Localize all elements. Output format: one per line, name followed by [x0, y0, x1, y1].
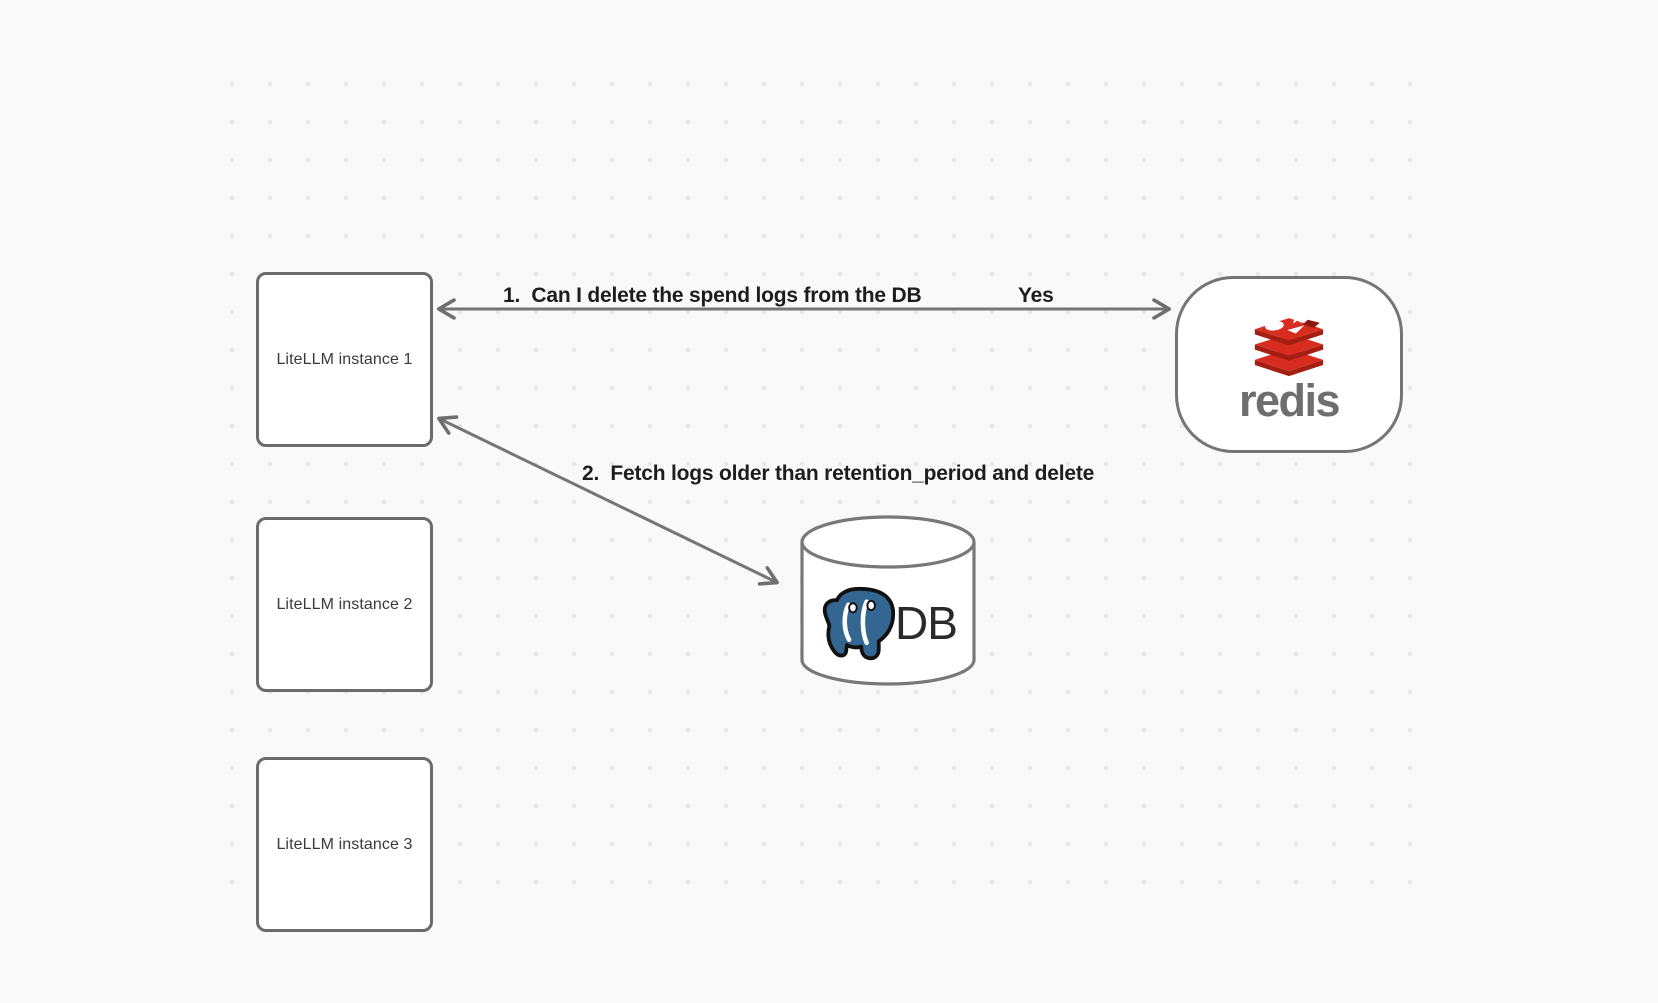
- node-label: LiteLLM instance 1: [276, 350, 413, 368]
- edge-label-step-1: 1. Can I delete the spend logs from the …: [503, 284, 922, 307]
- node-redis[interactable]: redis: [1175, 276, 1403, 453]
- edge-label-yes: Yes: [1018, 284, 1054, 307]
- node-litellm-instance-1[interactable]: LiteLLM instance 1: [256, 272, 433, 447]
- edge-label-step-2: 2. Fetch logs older than retention_perio…: [582, 462, 1095, 485]
- redis-stack-icon: [1254, 309, 1324, 376]
- node-label: LiteLLM instance 3: [276, 835, 413, 853]
- redis-wordmark: redis: [1238, 374, 1341, 426]
- postgresql-elephant-icon: [822, 586, 896, 661]
- node-litellm-instance-3[interactable]: LiteLLM instance 3: [256, 757, 433, 932]
- node-litellm-instance-2[interactable]: LiteLLM instance 2: [256, 517, 433, 692]
- node-label: LiteLLM instance 2: [276, 595, 413, 613]
- database-content: DB: [798, 568, 978, 678]
- database-label: DB: [895, 597, 958, 649]
- arrow-litellm-db[interactable]: [437, 415, 779, 586]
